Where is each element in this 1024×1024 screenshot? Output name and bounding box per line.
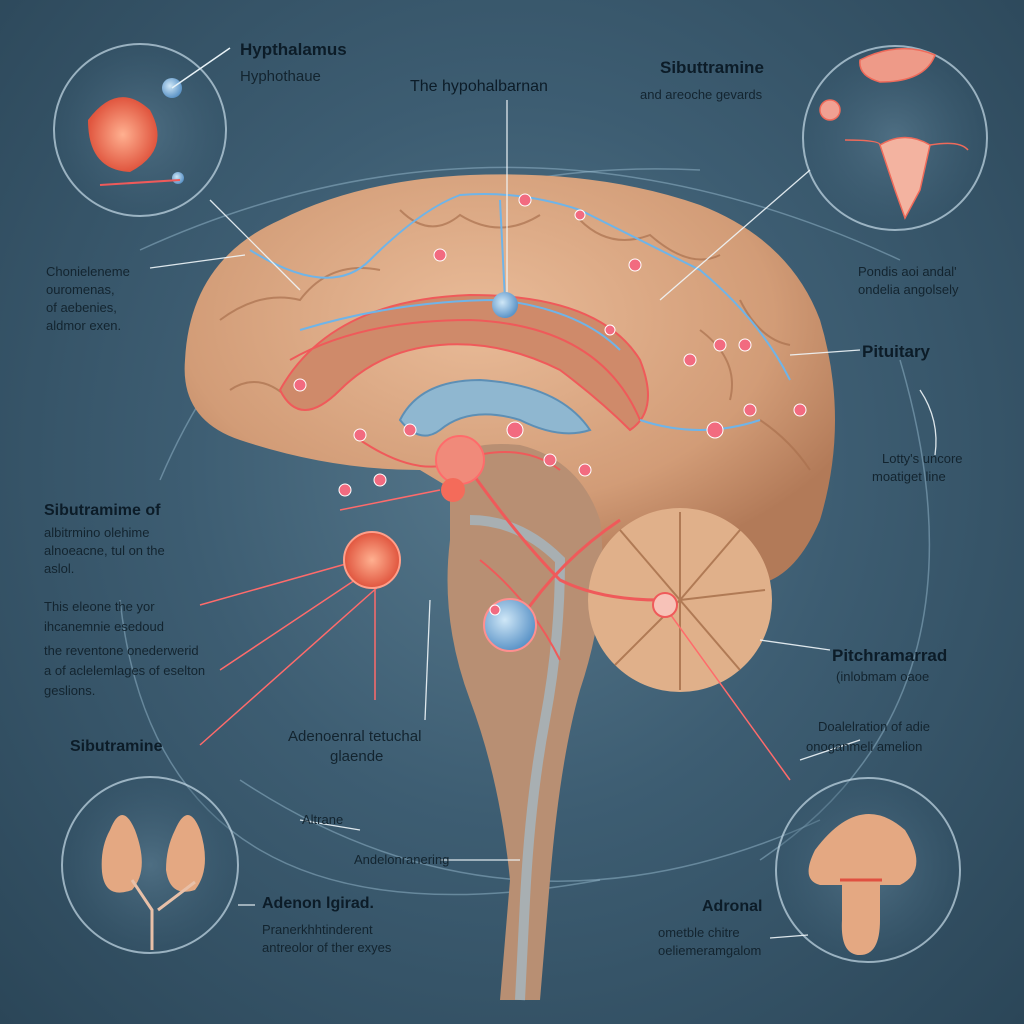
left-note-1-line-2: ouromenas, (46, 282, 115, 297)
right-heading: Pitchramarrad (832, 646, 948, 665)
left-note-2-line-1: albitrmino olehime (44, 525, 150, 540)
gland-nodes (343, 292, 678, 652)
cerebellum (588, 508, 772, 692)
left-note-1-line-4: aldmor exen. (46, 318, 122, 333)
right-note-2-line-1: Lotty's uncore (882, 451, 963, 466)
bottom-left-subtitle-line-2: antreolor of ther exyes (262, 940, 392, 955)
sibutramine-label: Sibutramine (70, 738, 163, 755)
brain-cortex (184, 174, 836, 586)
left-note-1-line-1: Chonieleneme (46, 264, 130, 279)
reproductive-organs-icon (819, 47, 969, 220)
pituitary-gland-icon (808, 814, 917, 955)
bottom-right-subtitle-line-2: oeliemeramgalom (658, 943, 762, 958)
hypothalamus-gland-icon (88, 47, 231, 186)
bottom-right-subtitle-line-1: ometble chitre (658, 925, 740, 940)
adrenal-glands-icon (101, 815, 205, 950)
left-note-3-line-2: ihcanemnie esedoud (44, 619, 164, 634)
center-bottom-label: Andelonranering (354, 852, 450, 867)
small-nerve-nodes (293, 193, 807, 616)
pituitary-label: Pituitary (862, 342, 931, 361)
altrane-label: Altrane (302, 812, 344, 827)
center-title: The hypohalbarnan (410, 78, 548, 95)
ventricle (398, 378, 592, 437)
bottom-left-subtitle-line-1: Pranerkhhtinderent (262, 922, 373, 937)
sibutramine-subtitle: and areoche gevards (640, 87, 763, 102)
right-note-1-line-1: Pondis aoi andal' (858, 264, 957, 279)
pointer-lines (149, 100, 937, 939)
right-note-1-line-2: ondelia angolsely (858, 282, 959, 297)
left-note-3-line-3: the reventone onederwerid (44, 643, 199, 658)
right-note-3-line-2: onoganmeli amelion (806, 739, 923, 754)
left-note-2-line-3: aslol. (44, 561, 75, 576)
left-heading: Sibutramime of (44, 502, 161, 519)
center-label-line-1: Adenoenral tetuchal (288, 728, 422, 745)
hypothalamus-title: Hypthalamus (240, 40, 347, 59)
bottom-left-title: Adenon lgirad. (262, 895, 374, 912)
right-note-2-line-2: moatiget line (872, 469, 946, 484)
bottom-right-title: Adronal (702, 898, 763, 915)
left-note-3-line-4: a of aclelemlages of eselton (44, 663, 206, 678)
right-subheading: (inlobmam oaoe (836, 669, 930, 684)
center-label-line-2: glaende (330, 748, 384, 765)
red-pointer-lines (199, 489, 791, 781)
hypothalamus-subtitle: Hyphothaue (240, 68, 321, 85)
left-note-3-line-1: This eleone the yor (44, 599, 155, 614)
right-note-3-line-1: Doalelration of adie (818, 719, 931, 734)
left-note-2-line-2: alnoeacne, tul on the (44, 543, 165, 558)
left-note-1-line-3: of aebenies, (46, 300, 117, 315)
left-note-3-line-5: geslions. (44, 683, 96, 698)
sibutramine-title: Sibuttramine (660, 58, 764, 77)
